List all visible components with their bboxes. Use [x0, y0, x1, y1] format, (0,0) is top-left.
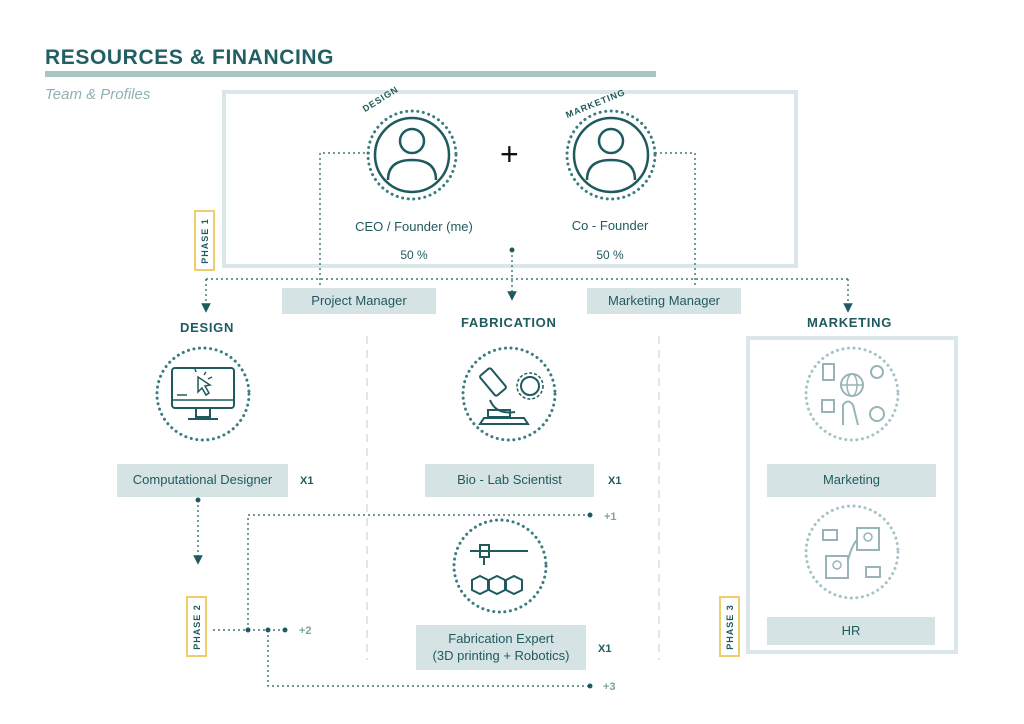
founder-ceo-avatar	[366, 109, 458, 201]
phase-3-label: PHASE 3	[719, 596, 740, 657]
monitor-cursor-icon	[155, 346, 251, 442]
marketing-network-icon	[804, 346, 900, 442]
fabrication-expert-line2: (3D printing + Robotics)	[432, 647, 570, 663]
fabrication-multiplier: X1	[608, 475, 622, 487]
hr-network-icon	[804, 504, 900, 600]
plus-sign: +	[500, 136, 519, 172]
fabrication-expert-line1: Fabrication Expert	[448, 631, 554, 647]
growth-plus-3: +3	[603, 681, 616, 693]
founder-co-avatar	[565, 109, 657, 201]
phase-1-label: PHASE 1	[194, 210, 215, 271]
founder-ceo-share: 50 %	[400, 248, 428, 262]
founder-co-role: Co - Founder	[571, 218, 649, 233]
page-title: RESOURCES & FINANCING	[45, 46, 335, 69]
design-multiplier: X1	[300, 475, 314, 487]
3d-printer-icon	[452, 518, 548, 614]
design-heading: DESIGN	[180, 320, 235, 335]
computational-designer-role: Computational Designer	[117, 464, 288, 497]
hr-role: HR	[767, 617, 935, 645]
fabrication-heading: FABRICATION	[461, 315, 557, 330]
bio-lab-scientist-role: Bio - Lab Scientist	[425, 464, 594, 497]
founder-co-share: 50 %	[596, 248, 624, 262]
marketing-role: Marketing	[767, 464, 936, 497]
founders-frame	[222, 90, 798, 268]
page-subtitle: Team & Profiles	[45, 86, 151, 103]
fabrication-expert-multiplier: X1	[598, 643, 612, 655]
founder-ceo-role: CEO / Founder (me)	[355, 219, 473, 234]
phase-2-label: PHASE 2	[186, 596, 207, 657]
growth-plus-1: +1	[604, 511, 617, 523]
marketing-heading: MARKETING	[807, 315, 893, 330]
microscope-icon	[461, 346, 557, 442]
fabrication-expert-role: Fabrication Expert (3D printing + Roboti…	[416, 625, 586, 670]
marketing-frame	[746, 336, 958, 654]
project-manager-role: Project Manager	[282, 288, 436, 314]
title-underline	[45, 71, 656, 77]
marketing-manager-role: Marketing Manager	[587, 288, 741, 314]
growth-plus-2: +2	[299, 625, 312, 637]
